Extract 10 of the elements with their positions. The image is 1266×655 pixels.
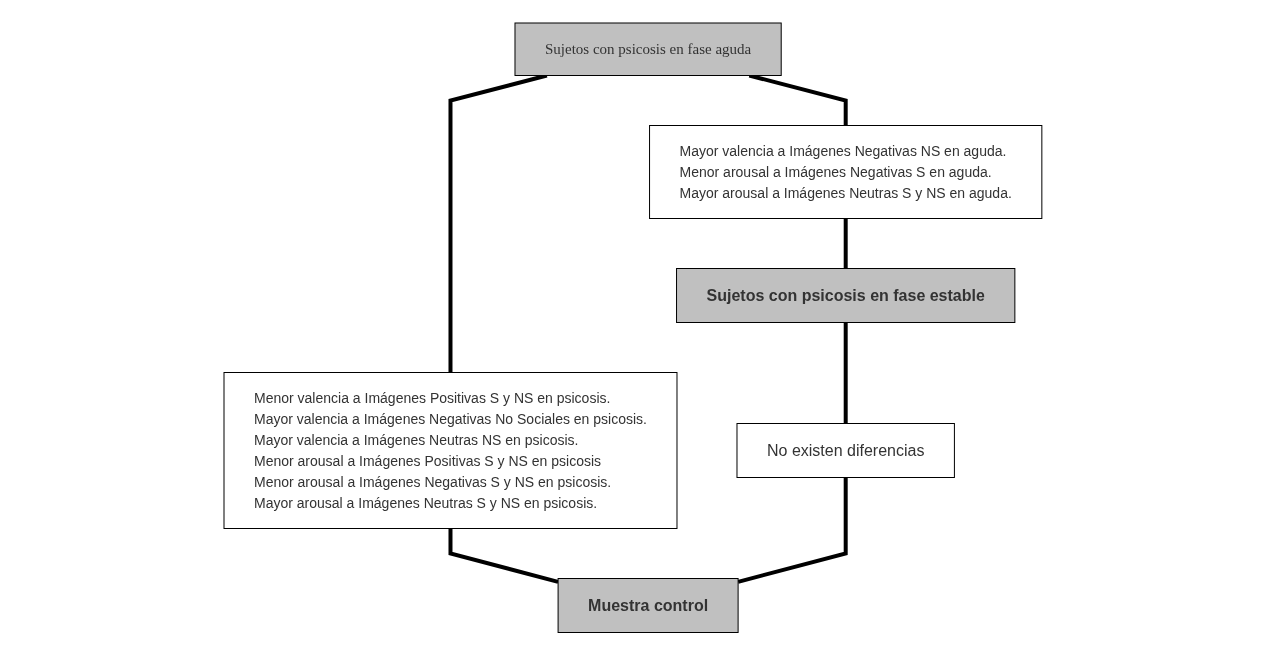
node-box: Mayor valencia a Imágenes Negativas NS en aguda. Menor arousal a Imágenes Negativas S en aguda. Mayor arousal a Imágenes Neutras S y NS en aguda. xyxy=(649,124,1043,219)
connector xyxy=(843,218,848,269)
connector xyxy=(843,322,848,424)
node-box: Menor valencia a Imágenes Positivas S y NS en psicosis. Mayor valencia a Imágenes Negativas No Sociales en psicosis. Mayor valencia a Imágenes Neutras NS en psicosis. Menor arousal a Imágenes Positivas S y NS en psicosis Menor arousal a Imágenes Negativas S y NS en psicosis. Mayor arousal a Imágenes Neutras S y NS en psicosis. xyxy=(223,371,678,529)
node-box: Muestra control xyxy=(557,577,739,633)
node-box: Sujetos con psicosis en fase aguda xyxy=(514,22,782,76)
node-box: Sujetos con psicosis en fase estable xyxy=(676,267,1016,323)
node-box: No existen diferencias xyxy=(736,422,955,478)
connector xyxy=(737,477,848,584)
connector xyxy=(448,528,559,584)
